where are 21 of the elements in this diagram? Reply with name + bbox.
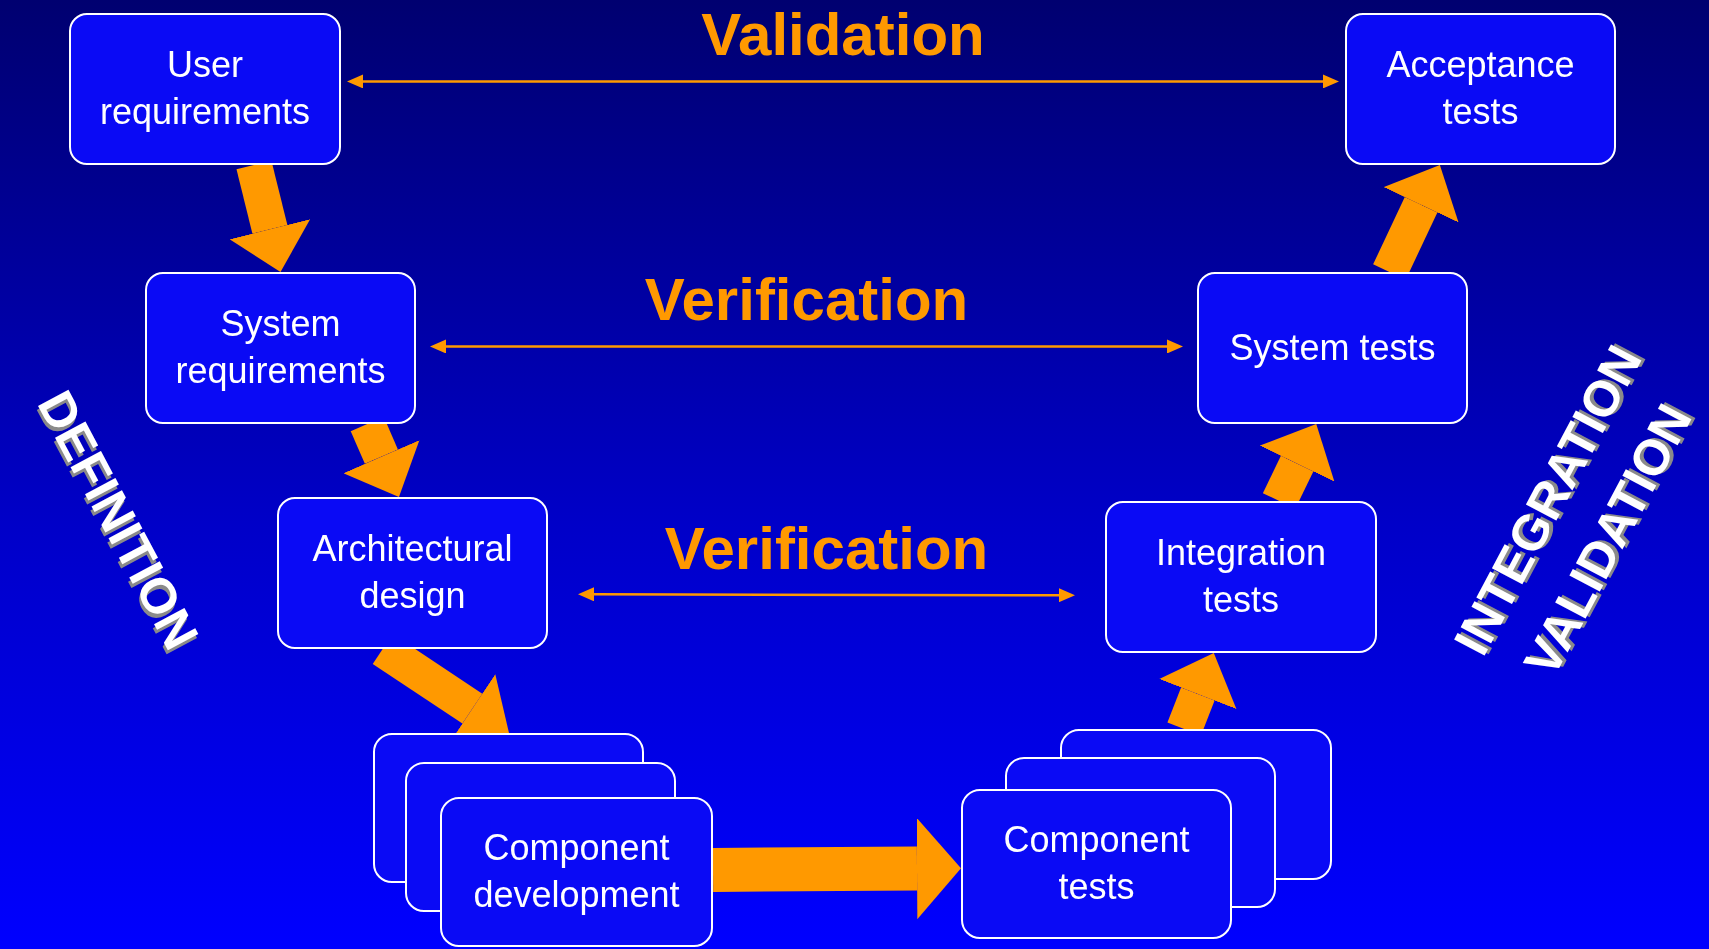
process-box: [1105, 501, 1377, 653]
card-stack: [961, 729, 1333, 940]
box-label: System tests: [1229, 325, 1436, 370]
edge-label: Verification: [644, 264, 969, 334]
box-label: System requirements: [175, 302, 387, 391]
box-label: User requirements: [98, 43, 312, 134]
edge-label: Validation: [701, 0, 985, 69]
process-box: [277, 497, 548, 649]
block-arrow: [712, 817, 961, 920]
box-label: Integration tests: [1154, 531, 1328, 622]
double-arrow: [347, 74, 1339, 89]
box-label: Component tests: [1002, 818, 1191, 909]
box-label: Acceptance tests: [1385, 43, 1576, 134]
process-box: [69, 13, 341, 165]
double-arrow: [430, 339, 1183, 354]
process-box: [1345, 13, 1616, 165]
card-stack: [373, 733, 713, 947]
double-arrow: [578, 587, 1075, 603]
box-label: Component development: [472, 826, 681, 917]
edge-label: Verification: [664, 513, 989, 583]
box-label: Architectural design: [311, 527, 514, 618]
